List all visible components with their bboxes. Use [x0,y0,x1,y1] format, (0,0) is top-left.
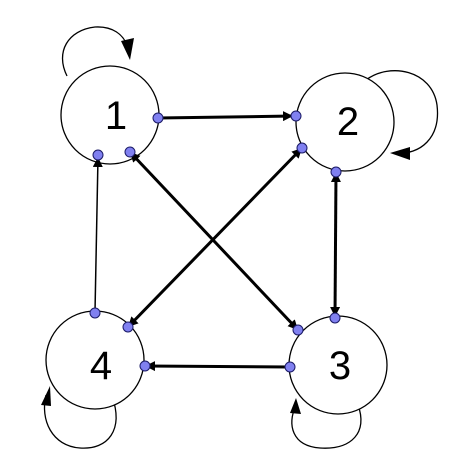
node-2-circle[interactable] [295,72,395,172]
edge-3-to-4[interactable] [144,361,291,372]
port-node-3-west[interactable] [284,361,296,373]
node-1[interactable]: 1 [60,65,160,165]
node-2-label: 2 [337,100,359,144]
port-node-2-south[interactable] [330,166,342,178]
edge-2-to-4[interactable] [126,146,304,329]
self-loop-arrowhead [41,386,51,406]
port-node-1-south[interactable] [92,149,104,161]
port-node-4-east[interactable] [139,360,151,372]
node-3-label: 3 [329,344,351,388]
port-node-3-north[interactable] [329,312,341,324]
port-node-2-southwest[interactable] [296,142,308,154]
self-loop-node-1 [61,26,134,77]
self-loops [41,26,439,449]
port-node-2-west[interactable] [290,110,302,122]
self-loop-arrowhead [390,147,410,160]
nodes: 1 2 3 4 [45,65,395,415]
port-node-1-east[interactable] [152,112,164,124]
node-2[interactable]: 2 [295,72,395,172]
self-loop-node-2 [365,70,439,160]
edge-1-to-2[interactable] [157,111,294,122]
node-3[interactable]: 3 [288,315,388,415]
port-node-4-north[interactable] [89,307,101,319]
node-4[interactable]: 4 [45,310,145,410]
self-loop-node-4 [41,386,117,449]
edge-4-to-1[interactable] [92,156,103,313]
port-node-3-northwest[interactable] [292,324,304,336]
node-4-label: 4 [90,344,112,388]
edges [92,111,341,372]
self-loop-arrowhead [121,38,134,60]
self-loop-node-3 [290,398,362,449]
port-node-1-southeast[interactable] [124,146,136,158]
port-node-4-northeast[interactable] [122,321,134,333]
node-1-label: 1 [105,94,127,138]
ports [89,110,342,373]
edge-2-to-3[interactable] [330,171,341,318]
self-loop-arrowhead [290,398,301,414]
